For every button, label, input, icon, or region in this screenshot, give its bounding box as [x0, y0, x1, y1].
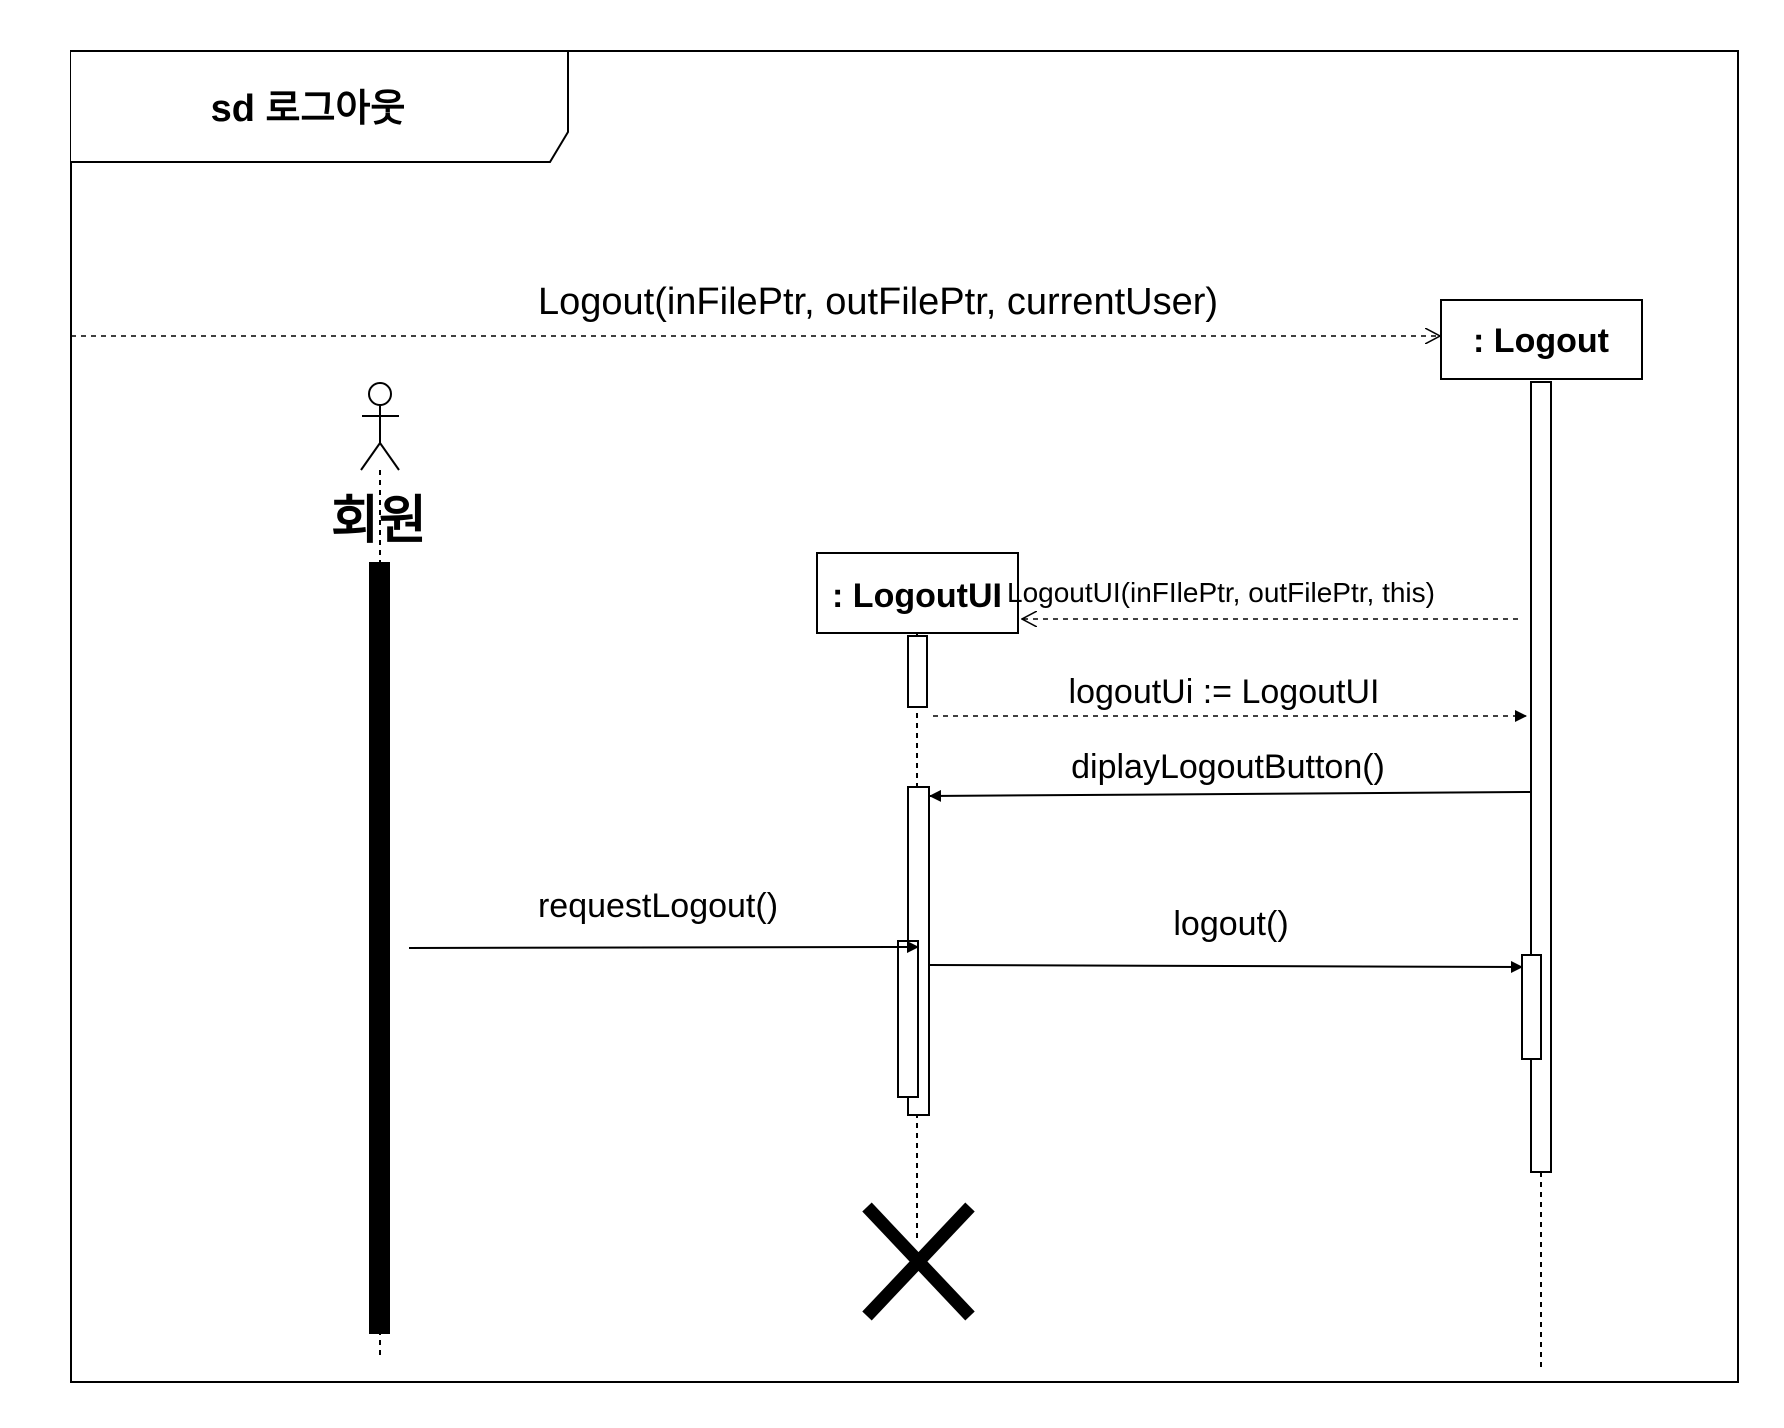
message-logout-call-label: logout() — [1173, 905, 1288, 943]
message-display-logout-button-arrow — [929, 789, 1532, 802]
message-logout-entry-label: Logout(inFilePtr, outFilePtr, currentUse… — [538, 281, 1218, 323]
message-create-logoutui-label: LogoutUI(inFIlePtr, outFilePtr, this) — [1007, 577, 1435, 608]
message-request-logout-arrow — [408, 941, 919, 954]
lifeline-logoutui-label: : LogoutUI — [832, 577, 1002, 615]
frame-title-tab — [71, 50, 569, 163]
lifeline-logout-label: : Logout — [1473, 322, 1609, 360]
message-display-logout-button-label: diplayLogoutButton() — [1071, 748, 1385, 786]
destruction-x-icon — [862, 1202, 975, 1321]
logout-activation-nested — [1521, 954, 1542, 1060]
frame-title: sd 로그아웃 — [211, 88, 406, 130]
actor-stick-figure-icon — [360, 382, 400, 471]
lifeline-logout-header — [1440, 299, 1643, 380]
message-logout-call-arrow — [929, 960, 1523, 973]
logoutui-activation-nested — [897, 940, 919, 1098]
actor-name: 회원 — [331, 492, 427, 550]
logoutui-activation-create — [907, 635, 928, 708]
message-request-logout-label: requestLogout() — [538, 887, 778, 925]
message-assign-logoutui-label: logoutUi := LogoutUI — [1069, 673, 1380, 711]
diagram-frame — [70, 50, 1739, 1383]
actor-activation-bar — [369, 562, 390, 1334]
lifeline-logoutui-header — [816, 552, 1019, 634]
